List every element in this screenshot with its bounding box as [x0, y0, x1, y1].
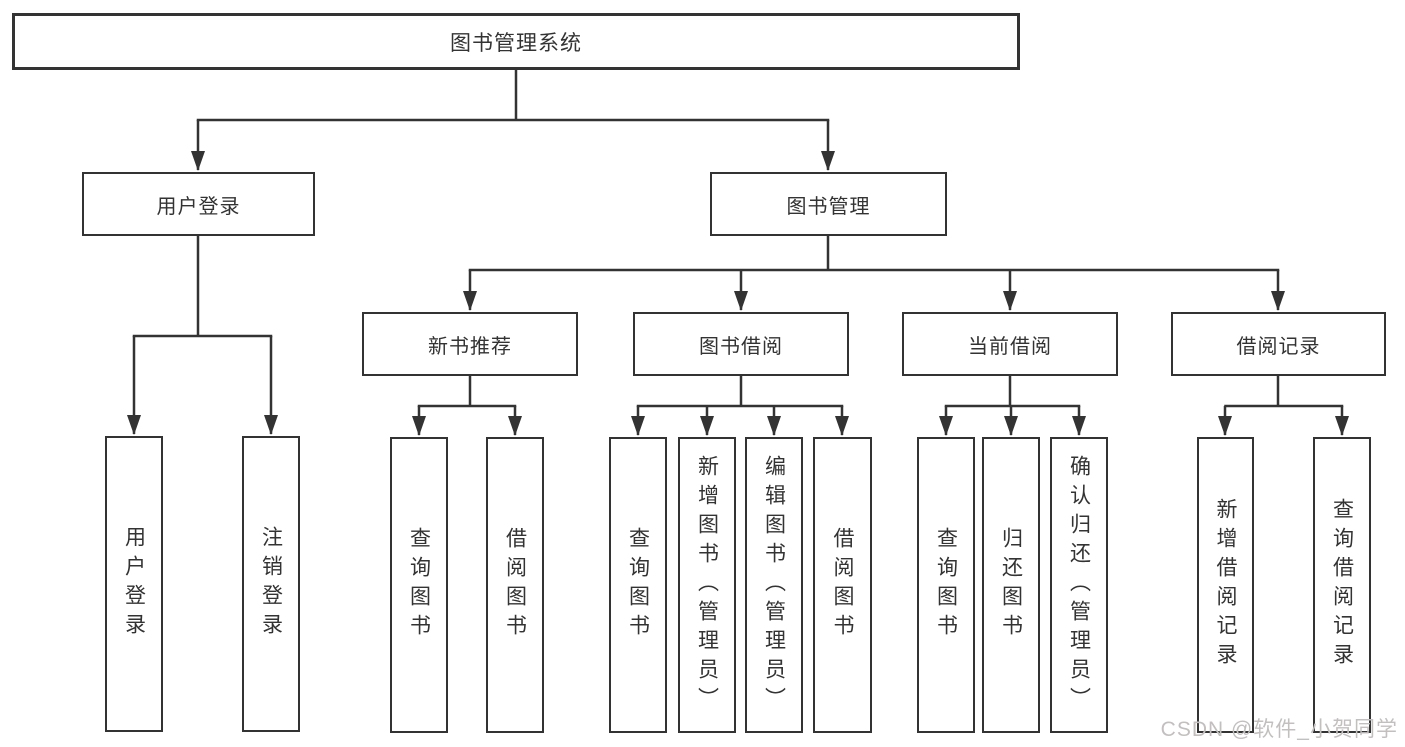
node-label: 借阅图书	[503, 527, 527, 643]
node-leaf-query-books-2: 查询图书	[609, 437, 667, 733]
node-label: 用户登录	[156, 195, 241, 218]
node-leaf-borrow-books-2: 借阅图书	[813, 437, 872, 733]
node-label: 借阅图书	[831, 527, 854, 643]
node-label: 查询借阅记录	[1330, 498, 1354, 672]
node-leaf-add-borrow-record: 新增借阅记录	[1197, 437, 1254, 733]
node-leaf-edit-books-admin: 编辑图书（管理员）	[745, 437, 803, 733]
node-label: 确认归还（管理员）	[1067, 454, 1091, 716]
node-label: 图书管理	[786, 195, 871, 218]
node-label: 查询图书	[407, 527, 431, 643]
node-user-login: 用户登录	[82, 172, 315, 236]
node-book-borrow: 图书借阅	[633, 312, 849, 376]
node-borrow-records: 借阅记录	[1171, 312, 1386, 376]
node-label: 当前借阅	[968, 335, 1052, 358]
node-current-borrow: 当前借阅	[902, 312, 1118, 376]
node-leaf-user-login: 用户登录	[105, 436, 163, 732]
node-leaf-logout: 注销登录	[242, 436, 300, 732]
node-root-library-system: 图书管理系统	[12, 13, 1020, 70]
node-leaf-return-books: 归还图书	[982, 437, 1040, 733]
node-label: 归还图书	[999, 527, 1023, 643]
node-book-management: 图书管理	[710, 172, 947, 236]
node-leaf-confirm-return-admin: 确认归还（管理员）	[1050, 437, 1108, 733]
node-new-book-recommend: 新书推荐	[362, 312, 578, 376]
node-label: 图书借阅	[699, 335, 783, 358]
node-leaf-query-books-1: 查询图书	[390, 437, 448, 733]
node-leaf-query-borrow-record: 查询借阅记录	[1313, 437, 1371, 733]
node-label: 用户登录	[122, 526, 146, 642]
node-label: 注销登录	[259, 526, 283, 642]
node-leaf-add-books-admin: 新增图书（管理员）	[678, 437, 736, 733]
node-label: 编辑图书（管理员）	[762, 454, 786, 716]
node-label: 图书管理系统	[450, 31, 582, 55]
node-label: 借阅记录	[1236, 335, 1321, 358]
node-label: 新增借阅记录	[1214, 498, 1237, 672]
node-leaf-borrow-books-1: 借阅图书	[486, 437, 544, 733]
node-label: 新增图书（管理员）	[695, 454, 719, 716]
node-label: 新书推荐	[428, 335, 512, 358]
node-label: 查询图书	[934, 527, 958, 643]
node-leaf-query-books-3: 查询图书	[917, 437, 975, 733]
node-label: 查询图书	[626, 527, 650, 643]
